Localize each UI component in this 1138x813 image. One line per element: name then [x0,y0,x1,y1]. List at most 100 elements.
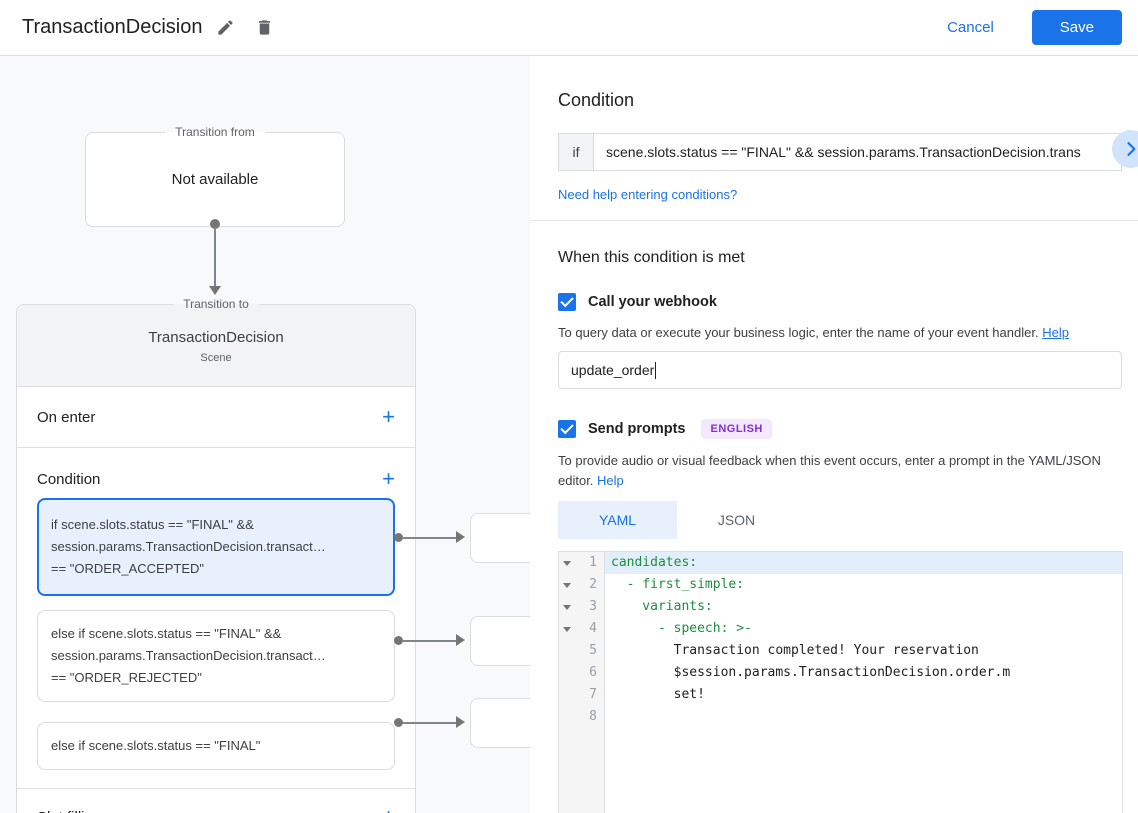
line-number: 4 [589,621,597,636]
if-prefix-label: if [558,133,594,171]
condition-line: == "ORDER_ACCEPTED" [51,561,204,576]
transition-target-box[interactable] [470,513,530,563]
condition-line: else if scene.slots.status == "FINAL" && [51,626,282,641]
editor-gutter: 1 2 3 4 5 6 7 8 [559,552,605,813]
tab-json[interactable]: JSON [677,501,796,539]
condition-section: Condition + if scene.slots.status == "FI… [17,448,415,770]
code-line: $session.params.TransactionDecision.orde… [611,665,1011,680]
webhook-checkbox-row: Call your webhook [558,293,1122,311]
condition-editor-panel: Condition if Need help entering conditio… [530,56,1138,813]
fold-toggle[interactable] [559,560,575,566]
condition-heading: Condition [558,90,635,110]
fold-toggle[interactable] [559,604,575,610]
transition-to-legend: Transition to [173,297,259,311]
connector-dot [210,219,220,229]
chevron-right-icon [1121,139,1138,159]
webhook-description: To query data or execute your business l… [558,323,1122,343]
editor-code-area[interactable]: candidates: - first_simple: variants: - … [605,552,1122,813]
condition-help-link[interactable]: Need help entering conditions? [558,187,738,202]
webhook-help-link[interactable]: Help [1042,325,1069,340]
transition-target-box[interactable] [470,616,530,666]
slot-filling-label: Slot filling [37,809,101,813]
transition-from-legend: Transition from [165,125,265,139]
webhook-handler-value: update_order [571,362,655,378]
collapse-panel-button[interactable] [1112,130,1138,168]
yaml-code-editor[interactable]: 1 2 3 4 5 6 7 8 candidates: - first_simp… [558,551,1123,813]
scene-subtitle: Scene [200,352,232,364]
tab-yaml[interactable]: YAML [558,501,677,539]
condition-card-rejected[interactable]: else if scene.slots.status == "FINAL" &&… [37,610,395,702]
caret-down-icon [563,582,571,588]
line-number: 8 [589,709,597,724]
code-line: - first_simple: [611,577,745,592]
webhook-description-text: To query data or execute your business l… [558,325,1039,340]
condition-card-accepted[interactable]: if scene.slots.status == "FINAL" && sess… [37,498,395,596]
condition-expression-input[interactable] [594,133,1122,171]
code-line: Transaction completed! Your reservation [611,643,979,658]
add-on-enter-button[interactable]: + [382,404,395,429]
prompts-checkbox-row: Send prompts ENGLISH [558,419,1122,439]
condition-line: if scene.slots.status == "FINAL" && [51,517,254,532]
text-cursor [655,361,657,379]
line-number: 7 [589,687,597,702]
transition-to-box: Transition to TransactionDecision Scene … [16,297,416,813]
connector-dot [394,533,403,542]
arrow-right-icon [456,634,465,646]
connector-dot [394,718,403,727]
condition-label: Condition [37,470,101,488]
main-content: Transition from Not available Transition… [0,56,1138,813]
connector-line [402,722,457,724]
connector-dot [394,636,403,645]
line-number: 6 [589,665,597,680]
send-prompts-label: Send prompts [588,421,686,437]
scene-title: TransactionDecision [148,329,284,346]
editor-format-tabs: YAML JSON [558,501,1122,539]
condition-card-final[interactable]: else if scene.slots.status == "FINAL" [37,722,395,770]
condition-line: session.params.TransactionDecision.trans… [51,648,326,663]
condition-line: else if scene.slots.status == "FINAL" [51,738,261,753]
send-prompts-checkbox[interactable] [558,420,576,438]
caret-down-icon [563,604,571,610]
add-slot-button[interactable]: + [382,806,395,813]
code-line: set! [611,687,705,702]
cancel-button[interactable]: Cancel [929,11,1012,44]
connector-line [402,537,457,539]
line-number: 3 [589,599,597,614]
condition-line: session.params.TransactionDecision.trans… [51,539,326,554]
prompts-help-link[interactable]: Help [597,473,624,488]
prompts-description-text: To provide audio or visual feedback when… [558,453,1101,488]
fold-toggle[interactable] [559,582,575,588]
on-enter-section: On enter + [17,387,415,448]
on-enter-label: On enter [37,408,96,426]
webhook-checkbox[interactable] [558,293,576,311]
condition-expression-row: if [558,133,1122,171]
when-condition-heading: When this condition is met [558,249,745,266]
panel-divider [530,220,1138,221]
section-divider [17,788,415,789]
save-button[interactable]: Save [1031,10,1122,45]
connector-line [214,227,216,287]
webhook-handler-input[interactable]: update_order [558,351,1122,389]
edit-scene-button[interactable] [210,12,241,43]
line-number: 1 [589,555,597,570]
scene-flow-canvas: Transition from Not available Transition… [0,56,530,813]
delete-scene-button[interactable] [249,12,280,43]
caret-down-icon [563,626,571,632]
arrow-right-icon [456,716,465,728]
line-number: 2 [589,577,597,592]
trash-icon [255,18,274,37]
arrow-down-icon [209,286,221,295]
code-line: variants: [611,599,713,614]
add-condition-button[interactable]: + [382,466,395,491]
fold-toggle[interactable] [559,626,575,632]
code-line: - speech: >- [611,621,752,636]
caret-down-icon [563,560,571,566]
arrow-right-icon [456,531,465,543]
webhook-label: Call your webhook [588,294,717,310]
transition-target-box[interactable] [470,698,530,748]
language-badge: ENGLISH [701,419,772,439]
condition-line: == "ORDER_REJECTED" [51,670,202,685]
slot-filling-section: Slot filling + Slot validation [17,789,415,813]
top-bar: TransactionDecision Cancel Save [0,0,1138,56]
transition-from-content: Not available [171,171,259,188]
